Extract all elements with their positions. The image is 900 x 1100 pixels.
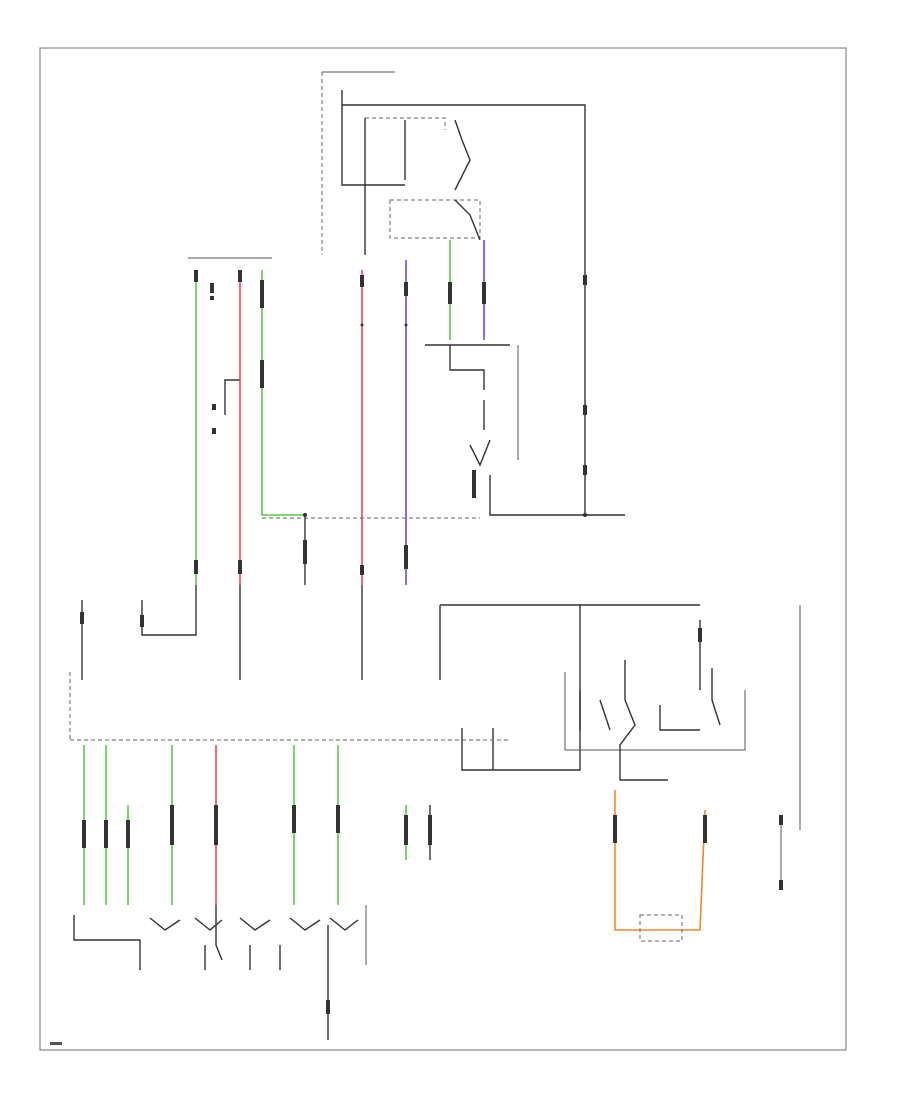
green-wire-2	[261, 270, 305, 516]
relay-box-right	[564, 672, 746, 751]
upper-wire-pins	[194, 270, 587, 575]
relay-box	[389, 199, 481, 239]
upper-colored-wires	[195, 240, 485, 585]
orange-loop-wire	[614, 790, 706, 931]
orange-component-box	[639, 914, 683, 942]
switch-1	[149, 917, 181, 931]
switch-bank-wire-1	[73, 915, 141, 970]
lower-colored-wires	[83, 745, 706, 931]
center-switch-area	[303, 255, 625, 517]
switch-4	[289, 917, 321, 931]
top-bus-wire	[342, 104, 586, 255]
connector-pin	[210, 296, 214, 300]
connector-pin	[472, 470, 476, 498]
relay-switch-1	[454, 119, 471, 191]
switch-output-wire	[489, 475, 588, 516]
diagram-id-mark	[50, 1042, 62, 1045]
relay-switch-right-2	[711, 668, 721, 726]
switch-3	[239, 917, 271, 931]
main-connector-row	[69, 585, 510, 741]
lower-wire-pins	[82, 805, 783, 890]
connector-pin	[212, 428, 216, 434]
top-relay-group	[321, 71, 586, 255]
connector-pin	[212, 404, 216, 410]
bottom-switch-bank	[73, 905, 683, 1040]
connector-pin	[210, 283, 214, 293]
right-bus-wire	[584, 255, 625, 516]
fuse-wire-2	[141, 585, 197, 636]
switch-5	[329, 917, 359, 931]
relay-switch-2	[454, 199, 481, 241]
right-middle-area	[440, 604, 801, 890]
switch-2	[194, 917, 223, 931]
left-top-connector	[188, 257, 272, 434]
right-loop-wire	[461, 605, 581, 771]
switch-bank-wire-2	[215, 905, 223, 961]
relay-feed-wire	[341, 90, 405, 186]
relay-line-b	[599, 699, 611, 731]
relay-switch-right	[619, 660, 668, 781]
relay-coil-right	[659, 705, 700, 731]
switch-contact	[469, 439, 491, 467]
switch-feed	[449, 345, 485, 390]
relay-coil-box	[365, 117, 446, 130]
left-fuses	[80, 585, 197, 665]
diagram-frame	[39, 47, 847, 1051]
branch-wire	[224, 379, 240, 415]
